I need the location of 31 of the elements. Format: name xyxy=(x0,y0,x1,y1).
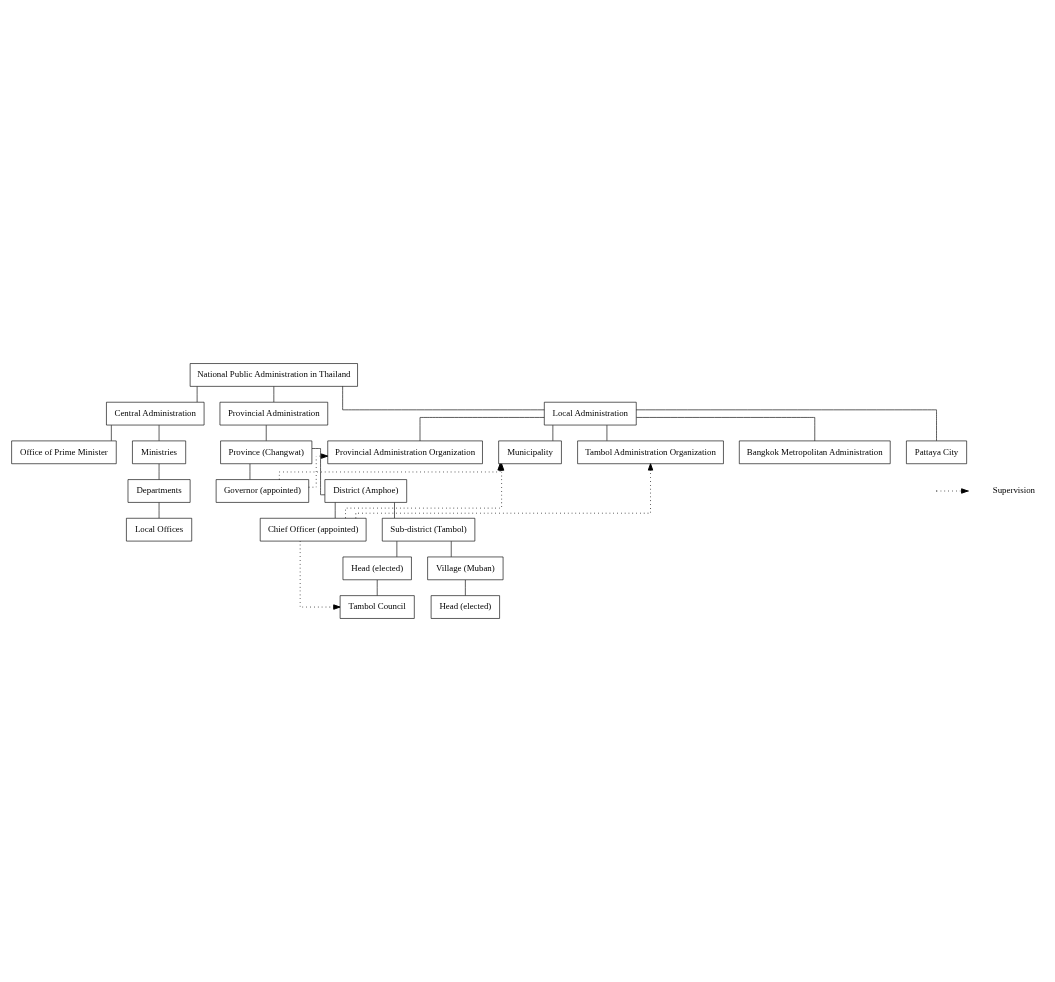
connector xyxy=(465,579,466,596)
node-box: Tambol Council xyxy=(339,595,415,619)
node-box: Provincial Administration xyxy=(219,401,329,426)
connector xyxy=(334,502,336,519)
node-box: Local Offices xyxy=(126,517,193,542)
node-box: District (Amphoe) xyxy=(324,479,407,503)
node-box: Governor (appointed) xyxy=(215,479,310,503)
node-box: National Public Administration in Thailand xyxy=(189,363,358,387)
node-box: Village (Muban) xyxy=(427,556,504,581)
legend-label: Supervision xyxy=(992,485,1036,496)
node-box: Provincial Administration Organization xyxy=(327,440,483,465)
node-box: Province (Changwat) xyxy=(220,440,313,465)
node-box: Head (elected) xyxy=(430,595,500,619)
node-box: Tambol Administration Organization xyxy=(577,440,724,465)
node-box: Pattaya City xyxy=(906,440,967,465)
node-box: Bangkok Metropolitan Administration xyxy=(739,440,891,465)
node-box: Departments xyxy=(127,479,191,503)
node-box: Ministries xyxy=(132,440,186,465)
connector xyxy=(394,502,395,519)
node-box: Municipality xyxy=(498,440,562,465)
node-box: Chief Officer (appointed) xyxy=(259,517,367,542)
connector xyxy=(342,386,545,411)
connector xyxy=(311,448,326,496)
node-box: Local Administration xyxy=(544,401,637,426)
connector xyxy=(635,409,937,442)
node-box: Central Administration xyxy=(106,401,205,426)
node-box: Head (elected) xyxy=(342,556,412,581)
arrow xyxy=(299,540,341,610)
node-box: Sub-district (Tambol) xyxy=(381,517,476,542)
node-box: Office of Prime Minister xyxy=(11,440,117,465)
arrow xyxy=(308,453,329,488)
